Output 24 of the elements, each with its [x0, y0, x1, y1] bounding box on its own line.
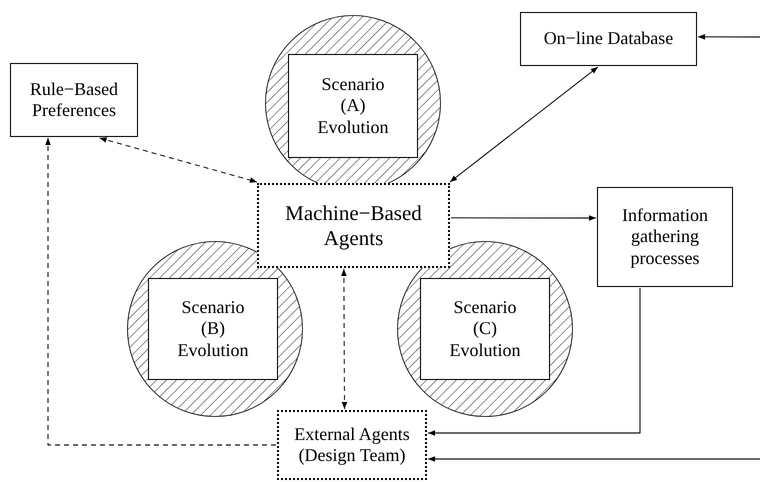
node-label: External Agents (Design Team): [293, 424, 411, 466]
arrow: [99, 137, 258, 183]
process-box: [597, 187, 733, 287]
arrow: [450, 215, 596, 221]
node-label: Machine−Based Agents: [284, 200, 423, 250]
node-label: Scenario (C) Evolution: [448, 297, 522, 361]
node-label: Rule−Based Preferences: [28, 78, 120, 122]
arrow: [698, 34, 760, 40]
dotted-box: [277, 410, 427, 480]
arrow: [428, 456, 760, 462]
process-box: [10, 63, 138, 137]
arrow: [45, 138, 276, 446]
dotted-box: [257, 183, 450, 268]
process-box: [148, 278, 278, 380]
process-box: [420, 278, 550, 380]
node-label: Scenario (A) Evolution: [316, 74, 390, 138]
node-label: Information gathering processes: [621, 205, 709, 269]
process-box: [288, 54, 418, 158]
process-box: [520, 12, 697, 66]
node-label: On−line Database: [544, 28, 674, 50]
arrow: [450, 66, 598, 182]
node-label: Scenario (B) Evolution: [176, 297, 250, 361]
arrow: [428, 288, 640, 436]
arrow: [341, 268, 348, 410]
